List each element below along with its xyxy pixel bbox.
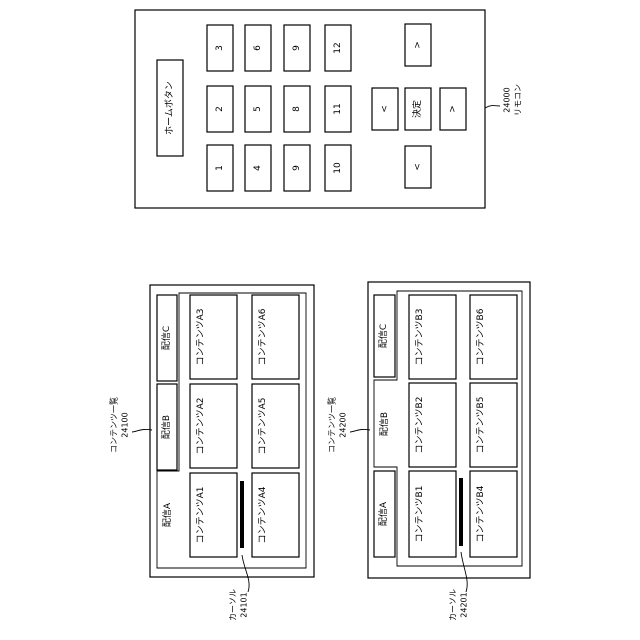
- content-list-2-cursor-number: 24201: [460, 592, 469, 617]
- chevron-up-icon: <: [380, 105, 390, 113]
- svg-text:コンテンツA2: コンテンツA2: [195, 398, 206, 455]
- svg-text:コンテンツB5: コンテンツB5: [475, 397, 486, 454]
- content-list-2-item-b3[interactable]: コンテンツB3: [409, 295, 456, 379]
- content-list-1-tab-b[interactable]: 配信B: [157, 384, 177, 470]
- number-key-7[interactable]: 9: [284, 145, 310, 191]
- content-list-2: 配信A 配信B 配信C コンテンツB1 コンテンツB2 コンテンツB3 コンテン…: [327, 282, 531, 621]
- svg-text:6: 6: [253, 45, 263, 51]
- dpad-right-button[interactable]: >: [405, 24, 431, 66]
- content-list-1-cursor: [240, 481, 244, 548]
- content-list-1-caption-number: 24100: [121, 412, 130, 437]
- number-key-9[interactable]: 9: [284, 25, 310, 71]
- number-key-2[interactable]: 2: [207, 86, 233, 132]
- content-list-1-caption-title: コンテンツ一覧: [109, 397, 119, 453]
- content-list-2-item-b4[interactable]: コンテンツB4: [470, 471, 517, 557]
- content-list-1-item-a5[interactable]: コンテンツA5: [252, 384, 299, 468]
- svg-text:5: 5: [253, 106, 263, 112]
- svg-text:コンテンツA1: コンテンツA1: [195, 487, 206, 544]
- svg-text:10: 10: [333, 162, 343, 174]
- svg-text:配信C: 配信C: [377, 324, 389, 348]
- svg-text:配信B: 配信B: [378, 412, 390, 436]
- content-list-1-item-a1[interactable]: コンテンツA1: [190, 473, 237, 557]
- content-list-1-tab-c[interactable]: 配信C: [157, 295, 177, 381]
- content-list-1-item-a4[interactable]: コンテンツA4: [252, 473, 299, 557]
- content-list-2-tab-a[interactable]: 配信A: [374, 471, 395, 557]
- content-list-1-cursor-label: カーソル: [229, 589, 238, 621]
- remote-leader-line: [485, 106, 500, 109]
- content-list-1-item-a6[interactable]: コンテンツA6: [252, 295, 299, 379]
- svg-text:8: 8: [292, 106, 302, 112]
- chevron-right-icon: >: [413, 41, 423, 49]
- content-list-1: 配信A 配信B 配信C コンテンツA1 コンテンツA2 コンテンツA3 コンテン…: [109, 285, 315, 621]
- remote-caption-name: リモコン: [514, 84, 523, 116]
- number-key-10[interactable]: 10: [325, 145, 351, 191]
- enter-button[interactable]: 決定: [405, 88, 431, 130]
- content-list-1-leader-line: [132, 429, 152, 432]
- content-list-2-item-b1[interactable]: コンテンツB1: [409, 471, 456, 557]
- number-key-8[interactable]: 8: [284, 86, 310, 132]
- svg-text:3: 3: [215, 45, 225, 51]
- content-list-2-item-b5[interactable]: コンテンツB5: [470, 383, 517, 467]
- content-list-1-tab-a[interactable]: 配信A: [161, 502, 173, 527]
- svg-text:コンテンツA6: コンテンツA6: [257, 308, 268, 365]
- svg-text:コンテンツA3: コンテンツA3: [195, 309, 206, 366]
- svg-text:コンテンツB3: コンテンツB3: [414, 309, 425, 366]
- content-list-2-item-b2[interactable]: コンテンツB2: [409, 383, 456, 467]
- svg-text:コンテンツB6: コンテンツB6: [475, 308, 486, 365]
- chevron-down-icon: >: [448, 105, 458, 113]
- number-key-11[interactable]: 11: [325, 86, 351, 132]
- svg-text:コンテンツA5: コンテンツA5: [257, 398, 268, 455]
- svg-text:1: 1: [215, 165, 225, 171]
- remote-control: ホームボタン 1 2 3 4 5 6 9 8 9 10 11 12 < 決定 >…: [135, 10, 523, 208]
- number-key-4[interactable]: 4: [245, 145, 271, 191]
- content-list-2-cursor: [459, 478, 463, 546]
- content-list-2-item-b6[interactable]: コンテンツB6: [470, 295, 517, 379]
- svg-text:2: 2: [215, 106, 225, 112]
- content-list-2-cursor-label: カーソル: [449, 589, 458, 621]
- svg-text:コンテンツA4: コンテンツA4: [257, 486, 268, 543]
- dpad-up-button[interactable]: <: [372, 88, 398, 130]
- svg-text:配信B: 配信B: [160, 415, 172, 439]
- number-key-12[interactable]: 12: [325, 25, 351, 71]
- content-list-1-cursor-number: 24101: [240, 592, 249, 617]
- svg-text:配信A: 配信A: [377, 501, 389, 526]
- svg-text:コンテンツB1: コンテンツB1: [414, 486, 425, 543]
- content-list-2-caption-title: コンテンツ一覧: [327, 397, 337, 453]
- content-list-2-tab-b[interactable]: 配信B: [378, 412, 390, 436]
- dpad-down-button[interactable]: >: [440, 88, 466, 130]
- dpad-left-button[interactable]: <: [405, 146, 431, 188]
- content-list-2-tab-c[interactable]: 配信C: [374, 295, 395, 377]
- enter-button-label: 決定: [411, 100, 423, 118]
- number-key-5[interactable]: 5: [245, 86, 271, 132]
- svg-text:9: 9: [292, 165, 302, 171]
- svg-text:配信A: 配信A: [161, 502, 173, 527]
- svg-text:12: 12: [333, 42, 343, 53]
- content-list-1-item-a3[interactable]: コンテンツA3: [190, 295, 237, 379]
- svg-text:9: 9: [292, 45, 302, 51]
- content-list-2-leader-line: [350, 429, 370, 432]
- home-button-label: ホームボタン: [164, 81, 175, 135]
- svg-text:11: 11: [333, 103, 343, 114]
- home-button[interactable]: ホームボタン: [157, 60, 183, 156]
- svg-text:コンテンツB2: コンテンツB2: [414, 397, 425, 454]
- svg-text:配信C: 配信C: [160, 326, 172, 350]
- number-key-3[interactable]: 3: [207, 25, 233, 71]
- content-list-1-item-a2[interactable]: コンテンツA2: [190, 384, 237, 468]
- number-key-1[interactable]: 1: [207, 145, 233, 191]
- chevron-left-icon: <: [413, 163, 423, 171]
- svg-text:コンテンツB4: コンテンツB4: [475, 485, 486, 542]
- remote-caption-number: 24000: [503, 87, 512, 112]
- svg-text:4: 4: [253, 165, 263, 171]
- number-key-6[interactable]: 6: [245, 25, 271, 71]
- content-list-2-caption-number: 24200: [339, 412, 348, 437]
